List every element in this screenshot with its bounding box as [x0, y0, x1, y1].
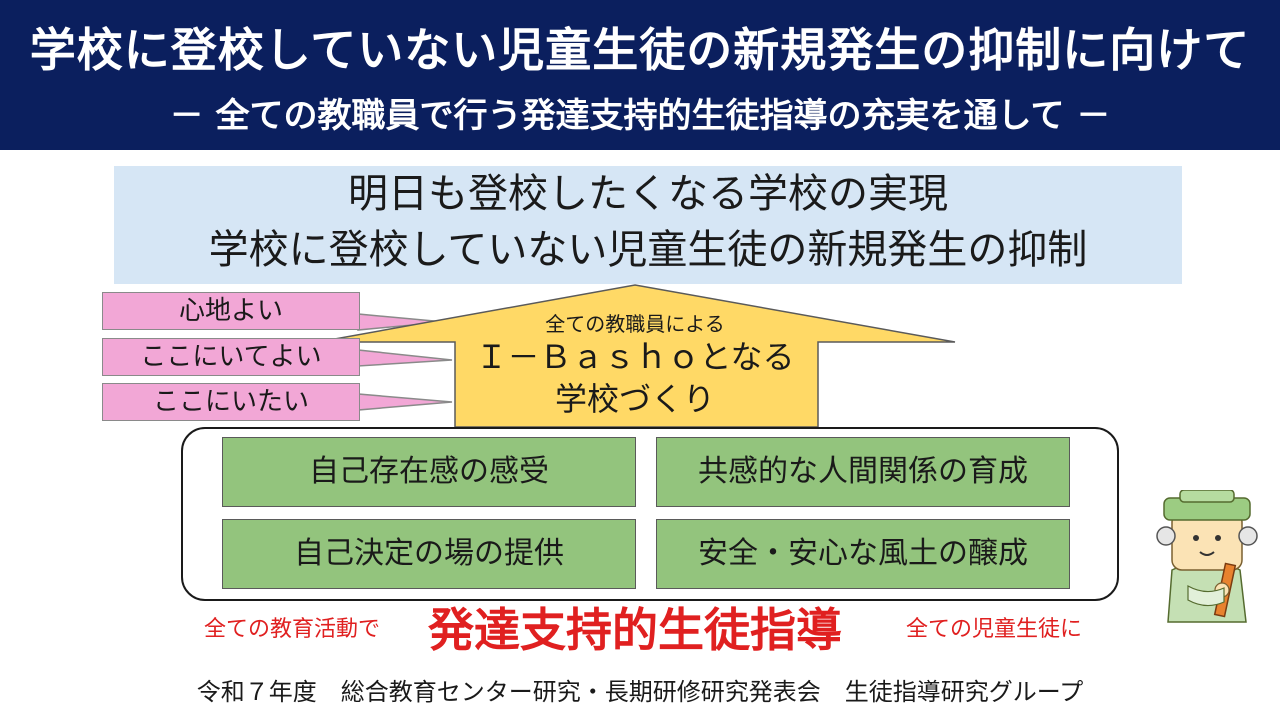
arrow-label-line-1: Ｉ－Ｂａｓｈｏとなる — [475, 338, 795, 376]
callout-want-to-be-here: ここにいたい — [102, 383, 360, 421]
foundation-safe-climate: 安全・安心な風土の醸成 — [656, 519, 1070, 589]
foundation-self-determination: 自己決定の場の提供 — [222, 519, 636, 589]
bottom-left-text: 全ての教育活動で — [204, 617, 381, 642]
goal-line-2: 学校に登校していない児童生徒の新規発生の抑制 — [208, 227, 1088, 273]
callout-pointer-2 — [357, 349, 453, 367]
bottom-center-text: 発達支持的生徒指導 — [428, 603, 842, 657]
foundation-empathetic-relations: 共感的な人間関係の育成 — [656, 437, 1070, 507]
foundation-self-presence: 自己存在感の感受 — [222, 437, 636, 507]
title-banner: 学校に登校していない児童生徒の新規発生の抑制に向けて － 全ての教職員で行う発達… — [0, 0, 1280, 150]
callout-ok-to-be-here: ここにいてよい — [102, 338, 360, 376]
arrow-label: Ｉ－Ｂａｓｈｏとなる 学校づくり — [455, 336, 815, 420]
goal-line-1: 明日も登校したくなる学校の実現 — [348, 171, 948, 217]
page-subtitle: － 全ての教職員で行う発達支持的生徒指導の充実を通して － — [169, 96, 1111, 136]
arrow-label-line-2: 学校づくり — [554, 380, 715, 418]
footer-credit: 令和７年度 総合教育センター研究・長期研修研究発表会 生徒指導研究グループ — [196, 678, 1084, 706]
mascot-illustration — [1156, 490, 1258, 623]
goal-box: 明日も登校したくなる学校の実現 学校に登校していない児童生徒の新規発生の抑制 — [114, 166, 1182, 284]
arrow-caption: 全ての教職員による — [545, 312, 725, 336]
callout-pointer-3 — [357, 393, 453, 411]
callout-comfortable: 心地よい — [102, 292, 360, 330]
bottom-right-text: 全ての児童生徒に — [906, 617, 1083, 642]
page-title: 学校に登校していない児童生徒の新規発生の抑制に向けて — [29, 23, 1251, 77]
